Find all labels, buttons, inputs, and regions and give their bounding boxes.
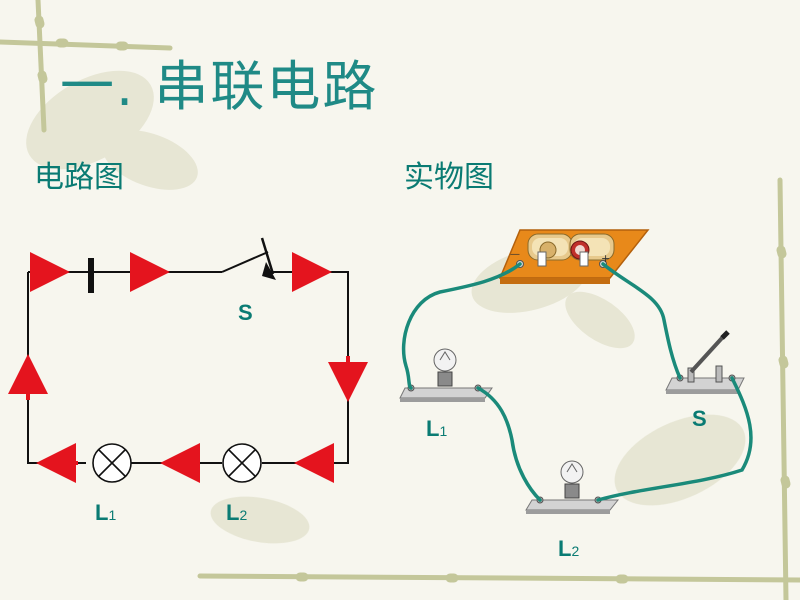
physical-switch-label: S [692, 406, 707, 431]
schematic-lamp1-label: L1 [95, 500, 116, 526]
page-title: 一. 串联电路 [60, 55, 379, 118]
physical-lamp2-label: L2 [558, 536, 579, 562]
physical-lamp1-letter: L [426, 416, 440, 441]
lamp1-subscript: 1 [108, 507, 117, 523]
current-arrows [7, 252, 368, 483]
lamp-l2-symbol [222, 443, 262, 483]
battery-cell-1 [527, 233, 573, 261]
lamp2-subscript: 2 [239, 507, 248, 523]
lamp-l1-symbol [92, 443, 132, 483]
battery-negative-mark: — [510, 249, 520, 260]
battery-holder [498, 229, 650, 284]
wire-battery-to-l1 [401, 262, 522, 390]
wire-switch-to-battery [601, 262, 682, 380]
wire-l2-to-switch [596, 376, 753, 502]
lamp2-letter: L [226, 500, 240, 525]
lamp1-letter: L [95, 500, 109, 525]
physical-lamp2-letter: L [558, 536, 572, 561]
schematic-heading: 电路图 [34, 160, 124, 195]
physical-heading: 实物图 [404, 160, 494, 195]
lamp-l1-physical [399, 348, 493, 402]
switch-physical [665, 330, 745, 394]
battery-positive-mark: + [601, 252, 610, 265]
physical-lamp2-subscript: 2 [571, 543, 580, 559]
wire-l1-to-l2 [476, 386, 542, 502]
schematic-lamp2-label: L2 [226, 500, 247, 526]
physical-wires [401, 262, 753, 502]
physical-lamp1-subscript: 1 [439, 423, 448, 439]
schematic-switch-label: S [238, 300, 253, 325]
lamp-l2-physical [525, 460, 620, 514]
physical-lamp1-label: L1 [426, 416, 447, 442]
switch-symbol [221, 237, 276, 280]
